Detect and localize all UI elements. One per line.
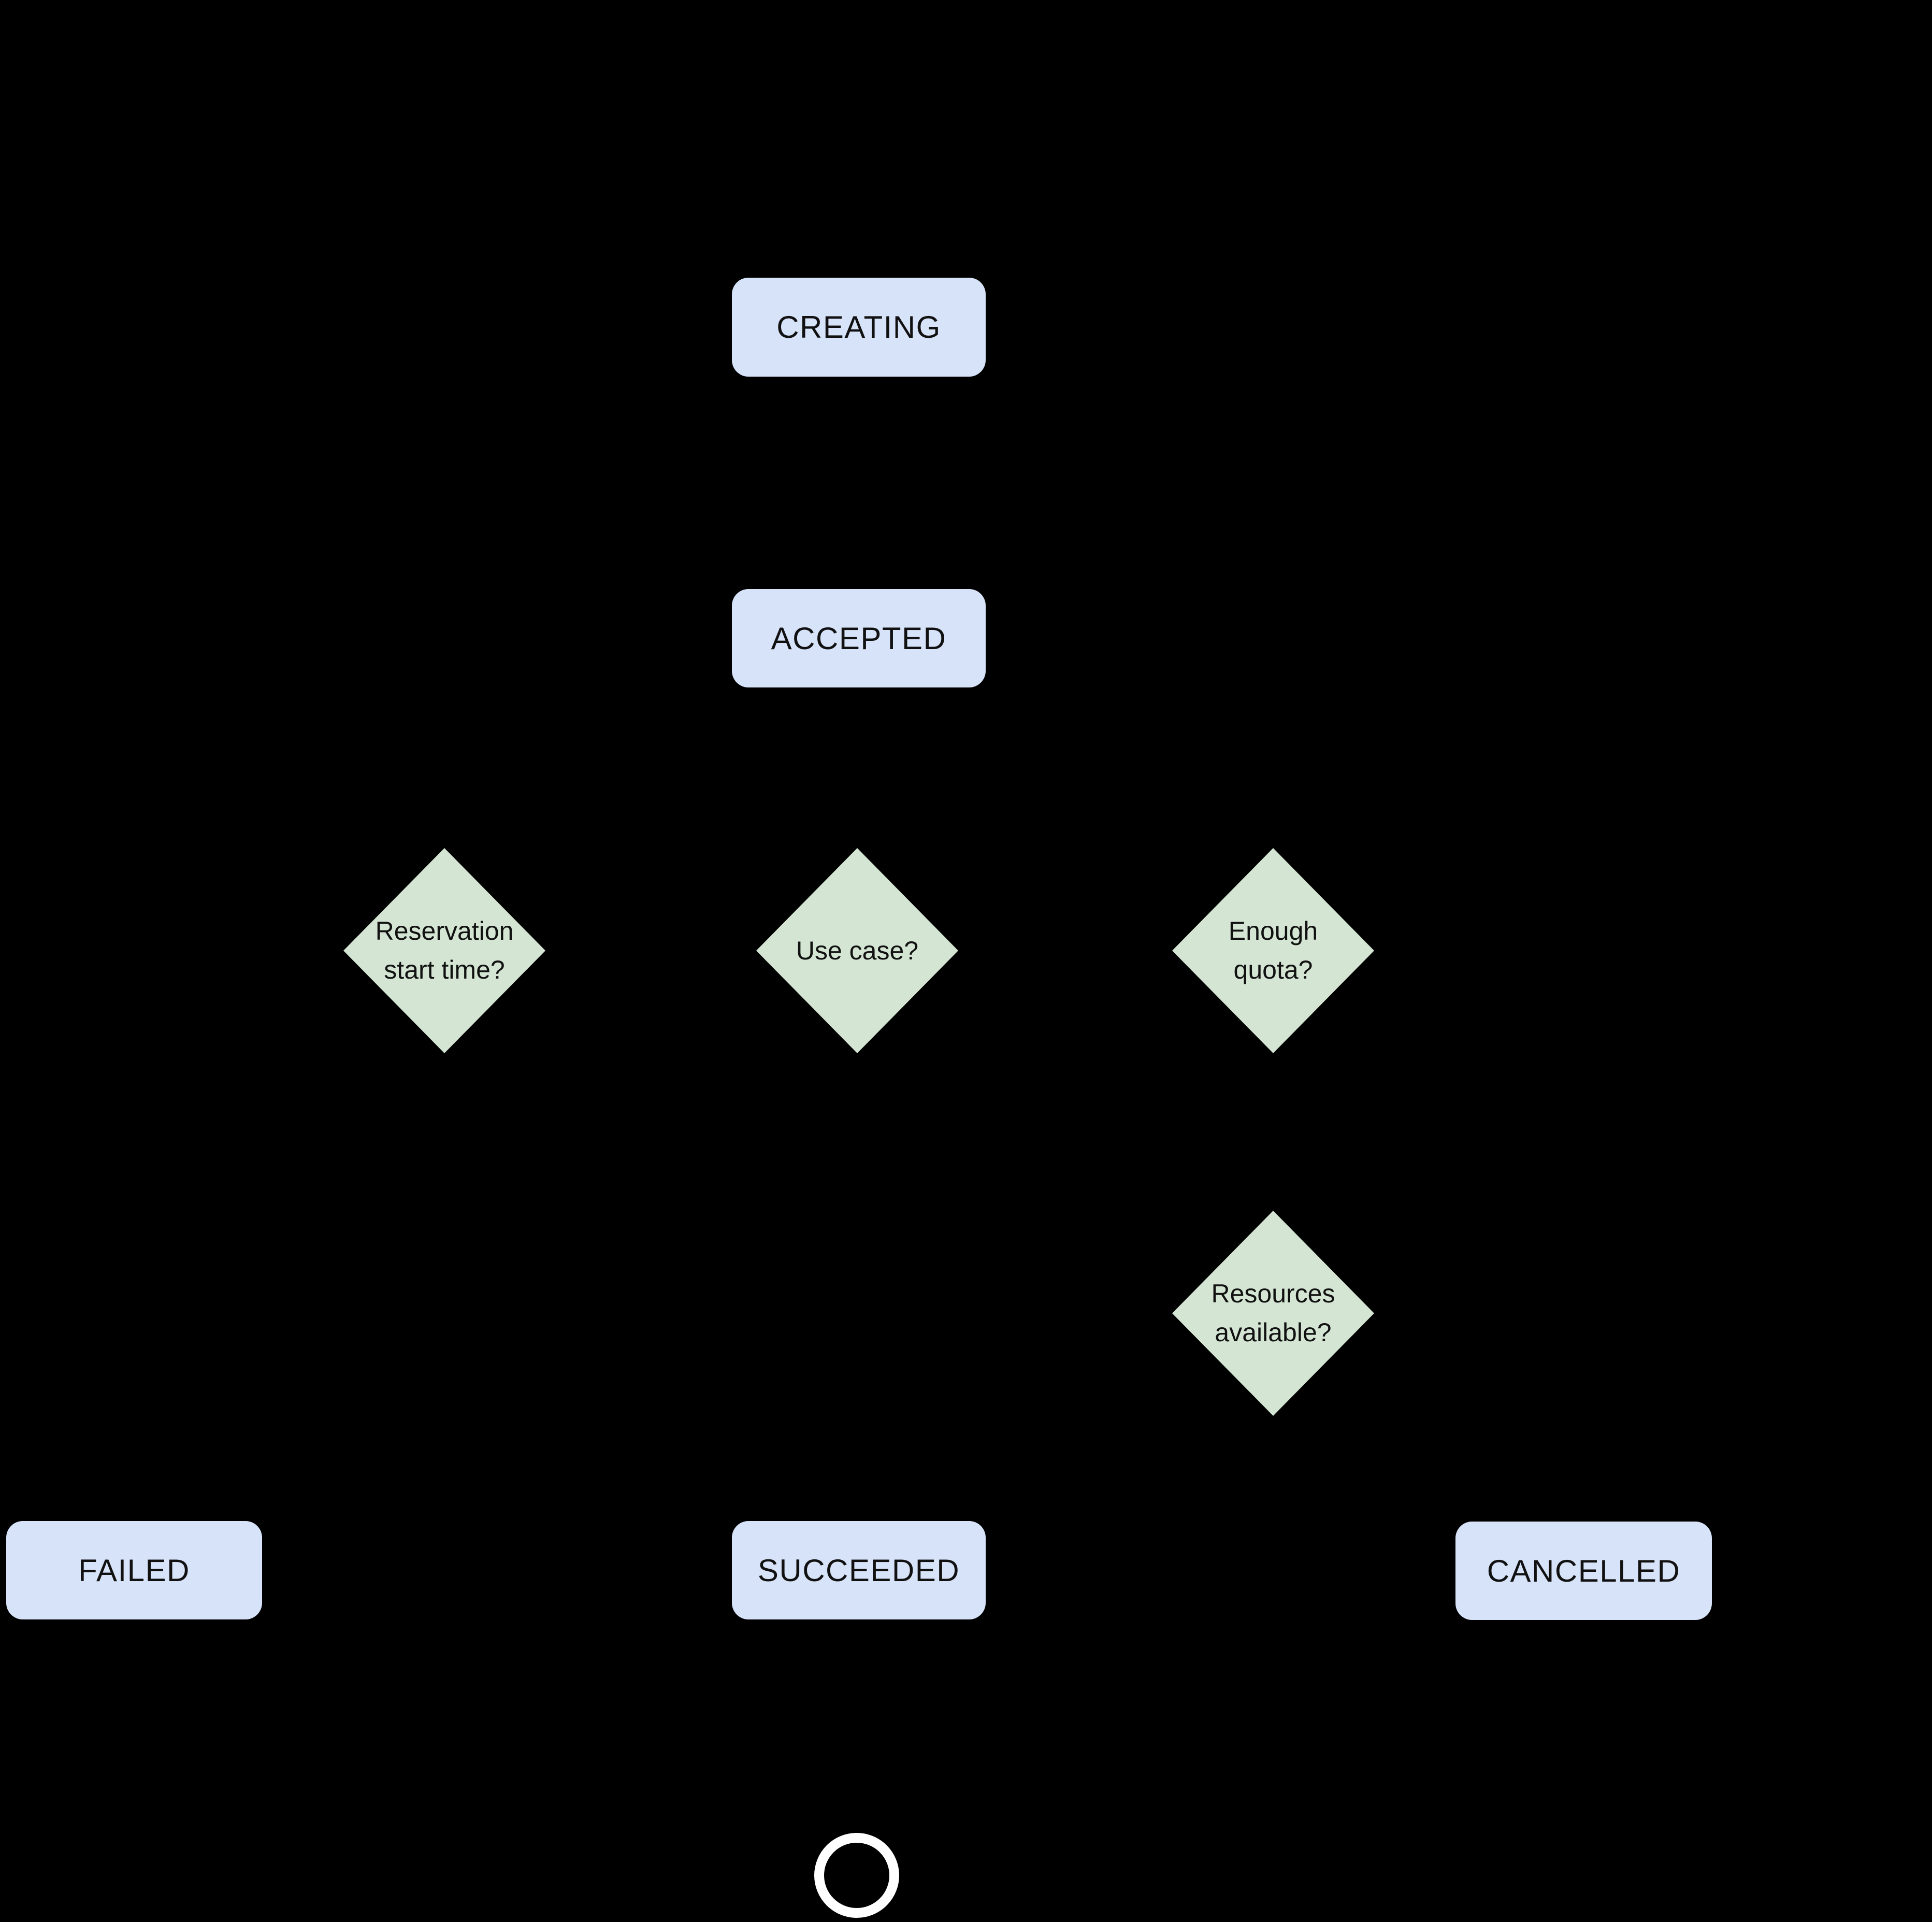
decision-label-line: Enough [1228,916,1318,945]
decision-label-line: available? [1215,1318,1332,1347]
state-label-cancelled: CANCELLED [1487,1553,1681,1588]
decision-node-enough-quota: Enough quota? [1172,848,1374,1053]
state-label-succeeded: SUCCEEDED [757,1553,960,1588]
decision-node-reservation-start-time: Reservation start time? [343,848,545,1053]
state-node-accepted: ACCEPTED [732,589,986,687]
state-label-creating: CREATING [776,310,941,345]
decision-node-use-case: Use case? [756,848,958,1053]
decision-label-line: start time? [384,955,505,984]
end-state-circle-icon [814,1833,899,1918]
decision-label-line: Use case? [796,936,919,965]
state-node-failed: FAILED [6,1521,262,1619]
decision-label-line: quota? [1233,955,1313,984]
state-label-failed: FAILED [78,1553,190,1588]
state-label-accepted: ACCEPTED [771,621,947,656]
state-node-creating: CREATING [732,278,986,377]
decision-node-resources-available: Resources available? [1172,1211,1374,1416]
decision-label-line: Reservation [375,916,514,945]
decision-label-line: Resources [1211,1279,1335,1308]
state-node-succeeded: SUCCEEDED [732,1521,986,1619]
state-node-cancelled: CANCELLED [1455,1522,1712,1620]
